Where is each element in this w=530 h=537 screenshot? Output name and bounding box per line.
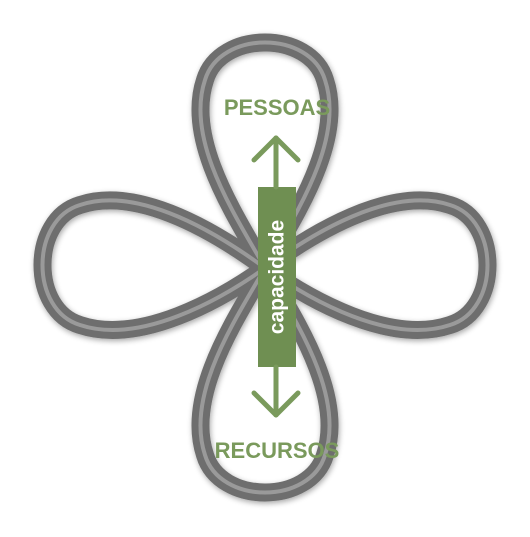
down-arrow-icon [251, 364, 301, 418]
capacity-bar: capacidade [258, 187, 296, 367]
capacity-bar-box [258, 187, 296, 367]
capacity-label: capacidade [266, 220, 289, 334]
up-arrow-icon [251, 135, 301, 190]
bottom-label: RECURSOS [215, 438, 340, 463]
top-label: PESSOAS [224, 95, 330, 120]
